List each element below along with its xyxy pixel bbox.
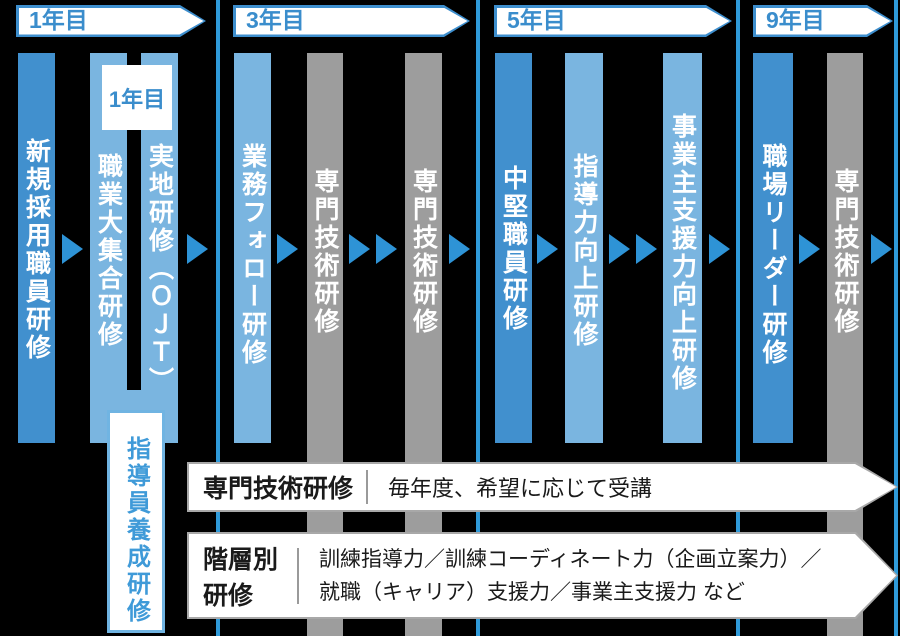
year-header-5: 5年目 bbox=[494, 5, 732, 37]
legend-description-line2: 就職（キャリア）支援力／事業主支援力 など bbox=[319, 580, 745, 604]
flow-arrow-icon bbox=[609, 234, 630, 264]
bar-label: 職業大集合研修 bbox=[94, 153, 123, 349]
bar-workplace-leader-training: 職場リーダー研修 bbox=[753, 53, 793, 443]
flow-arrow-icon bbox=[636, 234, 657, 264]
section-divider bbox=[894, 0, 898, 636]
bar-label: 専門技術研修 bbox=[311, 168, 339, 336]
bar-label: 専門技術研修 bbox=[409, 168, 438, 336]
legend-separator bbox=[366, 470, 368, 504]
legend-hierarchical: 階層別研修 訓練指導力／訓練コーディネート力（企画立案力）／ 就職（キャリア）支… bbox=[187, 532, 898, 619]
year-header-label: 1年目 bbox=[29, 7, 88, 33]
bar-label: 事業主支援力向上研修 bbox=[668, 113, 697, 393]
bar-label: 専門技術研修 bbox=[831, 168, 859, 336]
bar-work-follow-training: 業務フォロー研修 bbox=[234, 53, 271, 443]
bar-label: 業務フォロー研修 bbox=[238, 143, 267, 367]
bar-label: 中堅職員研修 bbox=[499, 165, 528, 333]
year1-overlay-label: 1年目 bbox=[102, 65, 172, 130]
instructor-training-label: 指導員養成研修 bbox=[122, 436, 150, 625]
bar-employer-support-training: 事業主支援力向上研修 bbox=[663, 53, 702, 443]
flow-arrow-icon bbox=[62, 234, 83, 264]
year-header-9: 9年目 bbox=[753, 5, 893, 37]
bar-midlevel-staff-training: 中堅職員研修 bbox=[495, 53, 532, 443]
year-header-label: 5年目 bbox=[507, 7, 566, 33]
flow-arrow-icon bbox=[537, 234, 558, 264]
section-divider bbox=[216, 0, 220, 636]
year-header-3: 3年目 bbox=[233, 5, 470, 37]
bar-new-employee-training: 新規採用職員研修 bbox=[18, 53, 55, 443]
year-header-1: 1年目 bbox=[16, 5, 206, 37]
flow-arrow-icon bbox=[349, 234, 370, 264]
year-header-label: 9年目 bbox=[766, 7, 825, 33]
flow-arrow-icon bbox=[277, 234, 298, 264]
flow-arrow-icon bbox=[871, 234, 892, 264]
legend-description: 訓練指導力／訓練コーディネート力（企画立案力）／ 就職（キャリア）支援力／事業主… bbox=[299, 543, 822, 609]
flow-arrow-icon bbox=[449, 234, 470, 264]
flow-arrow-icon bbox=[709, 234, 730, 264]
section-divider bbox=[736, 0, 740, 636]
legend-description-line1: 訓練指導力／訓練コーディネート力（企画立案力）／ bbox=[319, 547, 822, 571]
bar-label: 新規採用職員研修 bbox=[22, 138, 51, 362]
legend-description: 毎年度、希望に応じて受講 bbox=[388, 476, 653, 501]
bar-label: 実地研修（ＯＪＴ） bbox=[145, 143, 174, 395]
flow-arrow-icon bbox=[187, 234, 208, 264]
legend-separator bbox=[297, 547, 299, 604]
legend-title: 階層別研修 bbox=[203, 545, 279, 610]
instructor-training-box: 指導員養成研修 bbox=[107, 410, 165, 633]
year-header-label: 3年目 bbox=[246, 7, 305, 33]
flow-arrow-icon bbox=[376, 234, 397, 264]
bar-label: 職場リーダー研修 bbox=[759, 143, 787, 367]
legend-specialized-tech: 専門技術研修 毎年度、希望に応じて受講 bbox=[187, 462, 898, 512]
flow-arrow-icon bbox=[799, 234, 820, 264]
legend-title: 専門技術研修 bbox=[203, 475, 354, 503]
bar-label: 指導力向上研修 bbox=[570, 153, 598, 349]
section-divider bbox=[476, 0, 480, 636]
bar-instruction-skill-training: 指導力向上研修 bbox=[565, 53, 603, 443]
